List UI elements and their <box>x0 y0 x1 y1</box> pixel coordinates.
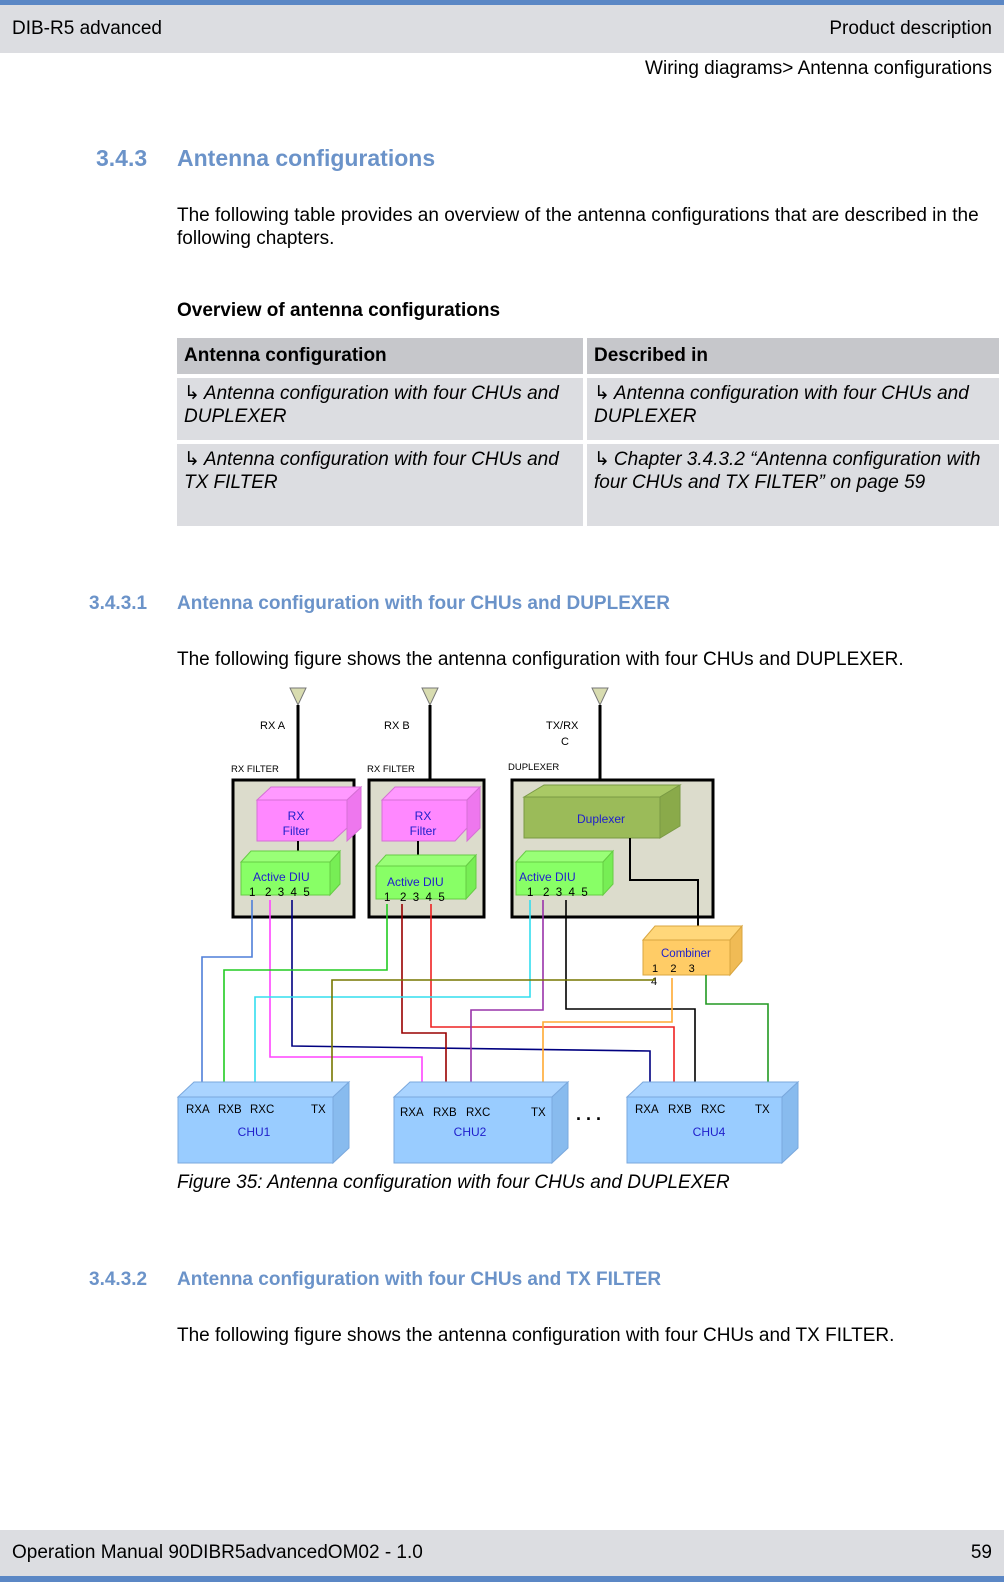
page-footer: Operation Manual 90DIBR5advancedOM02 - 1… <box>0 1530 1004 1576</box>
header-section: Product description <box>829 18 992 39</box>
active-diu-b: Active DIU 1 2 3 4 5 <box>374 853 478 904</box>
rx-filter-block-a: RX Filter <box>255 785 363 843</box>
subsection-text: The following figure shows the antenna c… <box>177 1325 895 1346</box>
active-diu-label: Active DIU <box>387 875 444 889</box>
diu-ports: 1 2 3 4 5 <box>527 887 588 899</box>
link-text[interactable]: Antenna configuration with four CHUs and… <box>184 383 559 427</box>
box-label: RX FILTER <box>367 764 415 775</box>
chu-name: CHU2 <box>454 1125 487 1139</box>
antenna-label-rxb: RX B <box>384 720 410 732</box>
combiner-block: Combiner 1 2 3 4 <box>641 924 744 988</box>
chu1-box: RXA RXB RXC TX CHU1 <box>176 1080 351 1165</box>
diu-ports: 1 2 3 4 5 <box>384 892 445 904</box>
section-number: 3.4.3 <box>96 145 148 171</box>
chu-port-rxb: RXB <box>668 1104 692 1116</box>
active-diu-c: Active DIU 1 2 3 4 5 <box>514 849 615 899</box>
active-diu-label: Active DIU <box>253 870 310 884</box>
rx-filter-label: Filter <box>410 824 437 838</box>
antenna-label-c: C <box>561 736 569 748</box>
link-arrow-icon: ↳ <box>184 449 200 470</box>
subsection-title: Antenna configuration with four CHUs and… <box>177 593 670 614</box>
link-arrow-icon: ↳ <box>184 383 200 404</box>
chu-port-rxb: RXB <box>433 1107 457 1119</box>
combiner-port4: 4 <box>651 976 657 988</box>
table-cell-described[interactable]: ↳Antenna configuration with four CHUs an… <box>587 378 1003 444</box>
active-diu-label: Active DIU <box>519 870 576 884</box>
subsection-number: 3.4.3.2 <box>89 1269 148 1290</box>
link-arrow-icon: ↳ <box>594 449 610 470</box>
combiner-ports: 1 2 3 <box>652 963 695 975</box>
chu2-box: RXA RXB RXC TX CHU2 <box>392 1080 570 1165</box>
section-title: Antenna configurations <box>177 145 436 171</box>
chu-port-rxc: RXC <box>701 1104 725 1116</box>
duplexer-label: Duplexer <box>577 812 625 826</box>
box-label: DUPLEXER <box>508 762 559 773</box>
antenna-label-rxa: RX A <box>260 720 286 732</box>
rx-filter-label: Filter <box>283 824 310 838</box>
active-diu-a: Active DIU 1 2 3 4 5 <box>239 849 342 899</box>
link-text[interactable]: Antenna configuration with four CHUs and… <box>594 383 969 427</box>
overview-table: Antenna configuration Described in ↳Ante… <box>177 338 1003 530</box>
subsection-title: Antenna configuration with four CHUs and… <box>177 1269 662 1290</box>
table-cell-config[interactable]: ↳Antenna configuration with four CHUs an… <box>177 444 587 530</box>
rx-filter-label: RX <box>288 809 305 823</box>
top-accent-bar <box>0 0 1004 5</box>
link-text[interactable]: Antenna configuration with four CHUs and… <box>184 449 559 493</box>
header-product: DIB-R5 advanced <box>12 18 162 39</box>
table-row: ↳Antenna configuration with four CHUs an… <box>177 378 1003 444</box>
chu-port-rxa: RXA <box>635 1104 659 1116</box>
table-header-config: Antenna configuration <box>177 338 587 378</box>
figure-caption: Figure 35: Antenna configuration with fo… <box>177 1172 730 1193</box>
link-arrow-icon: ↳ <box>594 383 610 404</box>
antenna-icon <box>289 687 307 785</box>
table-cell-described[interactable]: ↳Chapter 3.4.3.2 “Antenna configuration … <box>587 444 1003 530</box>
subsection-number: 3.4.3.1 <box>89 593 148 614</box>
chu-port-rxc: RXC <box>250 1104 274 1116</box>
footer-manual: Operation Manual 90DIBR5advancedOM02 - 1… <box>12 1542 423 1563</box>
chu-port-rxa: RXA <box>186 1104 210 1116</box>
chu-port-tx: TX <box>531 1107 546 1119</box>
breadcrumb: Wiring diagrams> Antenna configurations <box>645 58 992 79</box>
rx-filter-label: RX <box>415 809 432 823</box>
table-title: Overview of antenna configurations <box>177 300 501 321</box>
combiner-label: Combiner <box>661 948 711 960</box>
table-cell-config[interactable]: ↳Antenna configuration with four CHUs an… <box>177 378 587 444</box>
chu-port-rxc: RXC <box>466 1107 490 1119</box>
bottom-accent-bar <box>0 1576 1004 1582</box>
table-row: ↳Antenna configuration with four CHUs an… <box>177 444 1003 530</box>
antenna-label-txrx: TX/RX <box>546 720 579 732</box>
diu-ports: 1 2 3 4 5 <box>249 887 310 899</box>
chu-name: CHU4 <box>693 1125 726 1139</box>
duplexer-block: Duplexer <box>522 784 682 839</box>
chu-port-tx: TX <box>755 1104 770 1116</box>
table-header-row: Antenna configuration Described in <box>177 338 1003 378</box>
table-header-described: Described in <box>587 338 1003 378</box>
page-number: 59 <box>970 1542 992 1563</box>
wires <box>201 900 769 1098</box>
chu-port-rxb: RXB <box>218 1104 242 1116</box>
page-header: DIB-R5 advanced Product description <box>0 5 1004 53</box>
antenna-icon <box>421 687 439 785</box>
rx-filter-block-b: RX Filter <box>380 785 482 843</box>
chu-port-rxa: RXA <box>400 1107 424 1119</box>
box-label: RX FILTER <box>231 764 279 775</box>
chu4-box: RXA RXB RXC TX CHU4 <box>625 1080 800 1165</box>
link-text[interactable]: Chapter 3.4.3.2 “Antenna configuration w… <box>594 449 981 493</box>
chu-name: CHU1 <box>238 1125 271 1139</box>
chu-ellipsis: . . . <box>576 1104 601 1124</box>
subsection-text: The following figure shows the antenna c… <box>177 649 904 670</box>
chu-port-tx: TX <box>311 1104 326 1116</box>
section-intro: The following table provides an overview… <box>177 205 979 249</box>
